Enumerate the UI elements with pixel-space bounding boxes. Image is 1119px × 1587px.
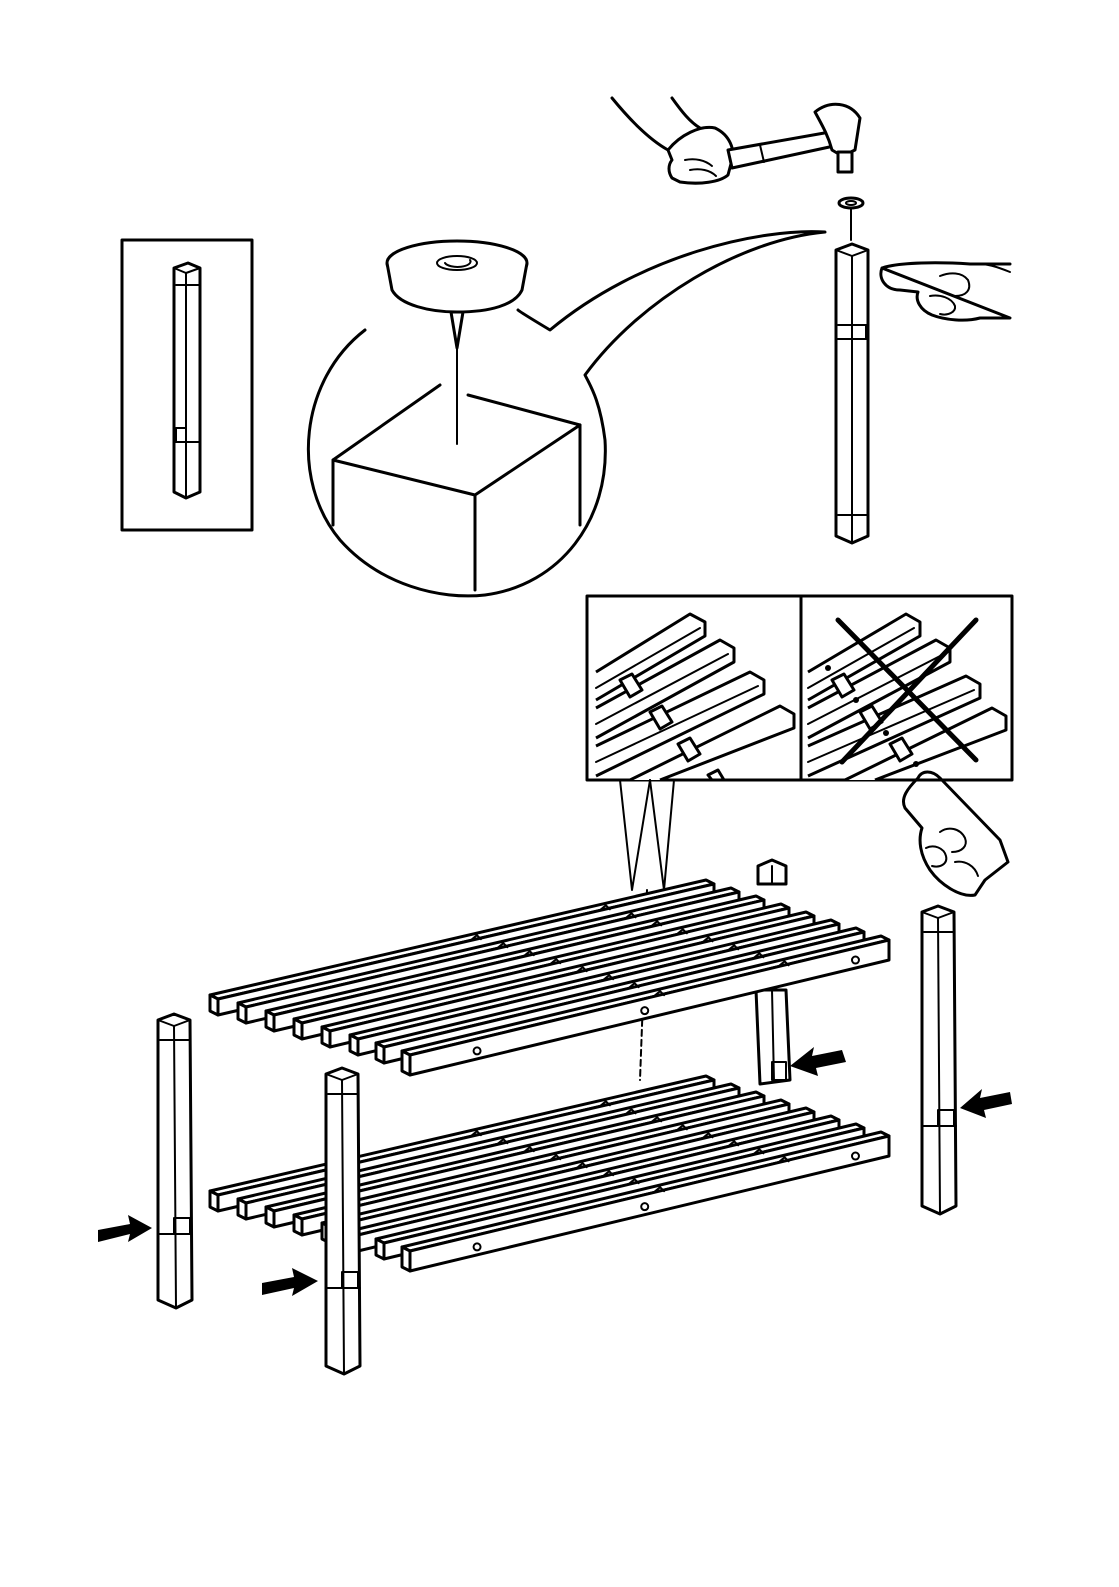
lower-shelf [210,1076,889,1271]
leg-detail-frame [122,240,252,530]
slat-detail-correct [596,614,794,780]
arrow-left-icon [790,1047,846,1076]
pointing-hand-icon [881,263,1010,320]
slat-detail-incorrect [808,614,1006,780]
arrow-right-icon [98,1215,152,1242]
glide-enlarged [387,241,527,444]
leg-front-right [922,906,956,1214]
arrow-left-icon [960,1089,1012,1118]
pointing-hand-lower-icon [903,772,1008,895]
hammer-icon [612,98,860,183]
leg-front-left [158,1014,192,1308]
shoe-rack-assembly [98,860,1012,1374]
leg-front-middle [326,1068,360,1374]
glide-nail [839,198,863,240]
slat-detail-panels [587,596,1012,780]
arrow-right-icon [262,1268,318,1296]
glide-magnifier [308,232,825,596]
leg-detail-part [174,263,200,498]
leg-upright [836,244,868,543]
